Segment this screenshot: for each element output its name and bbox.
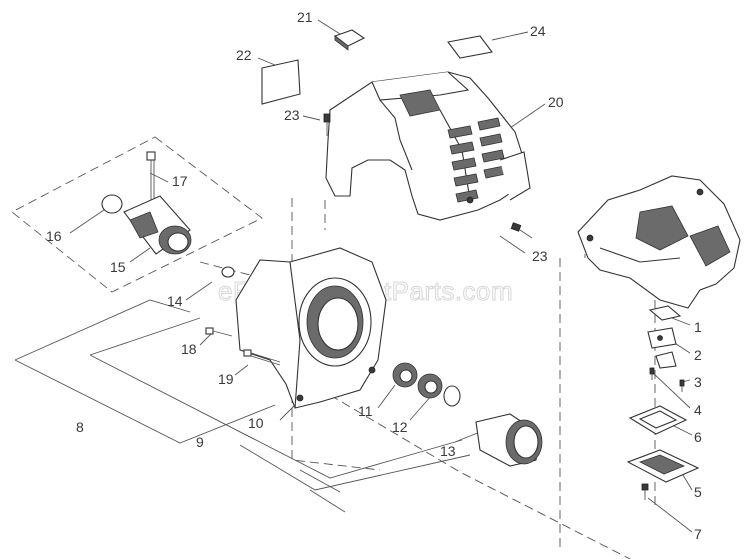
callout-22: 22	[236, 47, 252, 63]
callout-14: 14	[167, 293, 183, 309]
leader-lines	[69, 19, 693, 533]
label-part-22	[261, 59, 301, 105]
screw-part-23-lower	[510, 222, 533, 239]
callout-4: 4	[694, 402, 702, 418]
cover-vent-slots	[447, 117, 507, 203]
screw-part-23-upper	[323, 113, 331, 136]
callout-7: 7	[694, 526, 702, 542]
screw-part-7	[641, 483, 649, 500]
callout-13: 13	[440, 443, 456, 459]
label-part-24	[447, 35, 493, 59]
callout-17: 17	[172, 173, 188, 189]
callout-labels: 21 24 22 20 23 17 16 15 14 18 19 23 1 2 …	[46, 9, 702, 542]
callout-12: 12	[392, 419, 408, 435]
callout-16: 16	[46, 228, 62, 244]
bolt-part-17	[146, 151, 156, 200]
engine-cover-part-20	[325, 71, 531, 221]
oring-part-12	[443, 385, 461, 407]
clip-part-16	[101, 194, 123, 214]
bolt-part-19	[243, 349, 281, 366]
plate-part-5	[626, 449, 700, 483]
gasket-part-1	[648, 305, 682, 321]
callout-24: 24	[530, 23, 546, 39]
callout-5: 5	[694, 484, 702, 500]
callout-18: 18	[181, 341, 197, 357]
callout-19: 19	[218, 371, 234, 387]
callout-3: 3	[694, 374, 702, 390]
callout-20: 20	[548, 94, 564, 110]
callout-11: 11	[358, 403, 373, 419]
gasket-part-6	[628, 405, 688, 435]
callout-10: 10	[248, 415, 264, 431]
bearing-part-11	[392, 362, 443, 399]
cap-part-21	[333, 29, 366, 51]
screws-part-4	[649, 367, 685, 392]
plate-part-2	[647, 327, 677, 349]
screw-part-18	[205, 327, 233, 337]
callout-2: 2	[694, 347, 702, 363]
callout-1: 1	[694, 319, 702, 335]
muffler-part-15	[123, 195, 192, 255]
callout-21: 21	[297, 9, 313, 25]
callout-9: 9	[196, 434, 204, 450]
callout-23-upper: 23	[284, 107, 300, 123]
callout-23-lower: 23	[532, 248, 548, 264]
crankcase	[577, 175, 741, 309]
gasket-part-3	[655, 351, 677, 369]
callout-15: 15	[110, 259, 126, 275]
oring-part-14	[221, 266, 235, 278]
callout-6: 6	[694, 429, 702, 445]
fan-housing-part-10	[235, 247, 387, 409]
callout-8: 8	[76, 419, 84, 435]
sleeve-part-13	[475, 413, 543, 467]
bracket-lines	[14, 299, 471, 513]
